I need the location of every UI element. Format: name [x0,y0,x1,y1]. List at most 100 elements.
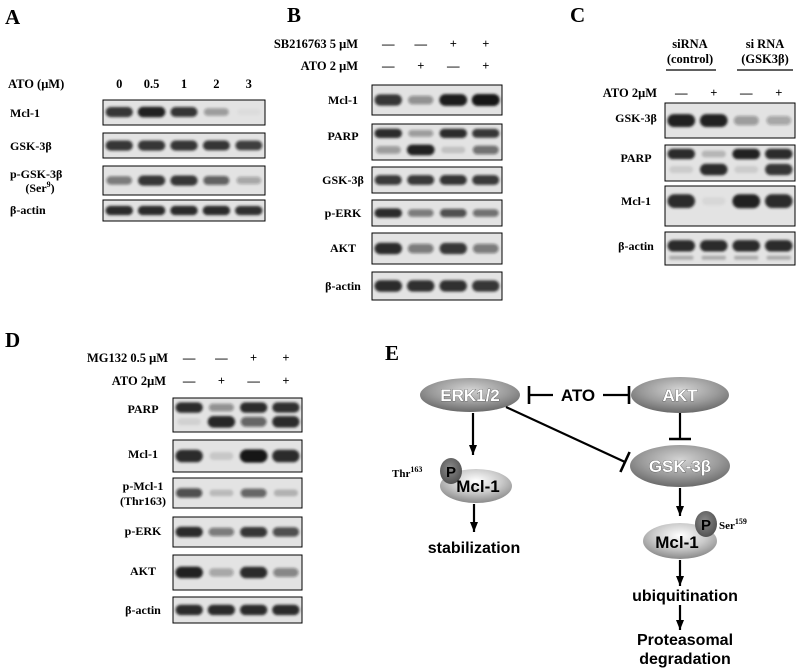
lane-condition-mark: + [775,86,782,100]
protein-band [766,116,792,125]
blot-frame [371,271,503,301]
protein-band [240,402,268,413]
protein-band [732,194,761,209]
protein-band [207,416,236,428]
phospho-label-left: P [446,464,456,481]
protein-band [272,402,300,413]
panel-b-letter: B [287,3,301,27]
blot-row: p-ERK [125,516,303,548]
lane-condition-mark: + [710,86,717,100]
protein-label: β-actin [618,239,654,253]
protein-band [177,418,201,426]
protein-band [667,148,695,160]
protein-band [439,175,467,185]
protein-band [137,205,166,216]
sirna-gsk3b-sublabel: (GSK3β) [741,52,789,66]
inhibition-bar-gsk3b-from-erk [619,451,631,473]
lane-condition-mark: 0.5 [144,77,160,91]
panel-a-treatment-label: ATO (μM) [8,77,64,91]
blot-row: Mcl-1 [328,84,503,116]
ato-label: ATO [561,386,595,405]
protein-band [202,140,230,151]
protein-band [472,128,500,138]
blot-row: β-actin [10,199,266,222]
protein-label: AKT [130,564,156,578]
protein-band [272,416,300,428]
protein-label: PARP [327,129,358,143]
protein-band [472,175,500,185]
protein-band [175,604,203,616]
lane-condition-mark: + [282,351,289,365]
protein-band [209,452,234,460]
blot-frame [172,439,303,473]
protein-label: β-actin [325,279,361,293]
lane-condition-mark: + [450,37,457,51]
protein-band [374,128,402,138]
blot-row: GSK-3β [10,132,266,159]
protein-band [699,114,728,127]
blot-frame [371,232,503,265]
protein-band [209,568,234,577]
protein-band [765,163,793,176]
lane-condition-mark: — [246,374,260,388]
protein-band [439,94,468,106]
phospho-label-right: P [701,517,711,534]
gsk3b-node-label: GSK-3β [649,457,711,476]
blot-frame [172,596,303,624]
protein-band [471,94,500,106]
blot-frame [102,99,266,126]
protein-band [407,243,434,254]
panel-b-sb216763-label: SB216763 5 μM [274,37,358,51]
label-text: (Thr163) [120,494,166,508]
blot-row: Mcl-1 [10,99,266,126]
protein-band [170,140,198,151]
sirna-gsk3b-label: si RNA [746,37,785,51]
protein-band [374,242,402,255]
sirna-control-sublabel: (control) [667,52,713,66]
panel-b-ato-label: ATO 2 μM [301,59,359,73]
protein-band [472,145,499,155]
protein-band [170,107,198,117]
protein-band [408,130,434,137]
protein-label: Mcl-1 [10,106,40,120]
protein-band [240,527,268,538]
protein-band [407,209,434,217]
protein-label: Mcl-1 [328,93,358,107]
protein-band [209,489,234,497]
blot-frame [371,123,503,161]
protein-band [105,140,133,151]
blot-frame [102,165,266,196]
akt-node [631,377,729,413]
protein-label: p-ERK [325,206,362,220]
lane-condition-mark: 3 [246,77,252,91]
protein-band [375,146,401,154]
protein-band [408,95,434,105]
protein-band [105,205,133,216]
blot-frame [371,199,503,227]
blot-frame [172,477,303,509]
protein-band [701,255,726,260]
panel-d-ato-label: ATO 2μM [112,374,166,388]
protein-band [734,166,759,174]
blot-frame [172,397,303,433]
lane-condition-mark: — [674,86,688,100]
blot-frame [371,84,503,116]
blot-frame [371,166,503,194]
sirna-control-label: siRNA [672,37,707,51]
protein-band [237,109,261,115]
protein-label: p-ERK [125,524,162,538]
blot-frame [664,102,796,139]
lane-condition-mark: + [250,351,257,365]
protein-band [765,240,793,252]
protein-band [374,208,402,218]
pathway-diagram: ERK1/2 ATO AKT GSK-3β P Mcl-1 Thr163 sta… [392,377,747,668]
blot-row: PARP [620,144,796,182]
protein-band [105,107,133,118]
lane-condition-mark: 2 [213,77,219,91]
stabilization-label: stabilization [428,540,520,557]
lane-condition-mark: + [482,59,489,73]
protein-band [175,449,203,463]
akt-node-label: AKT [663,386,699,405]
